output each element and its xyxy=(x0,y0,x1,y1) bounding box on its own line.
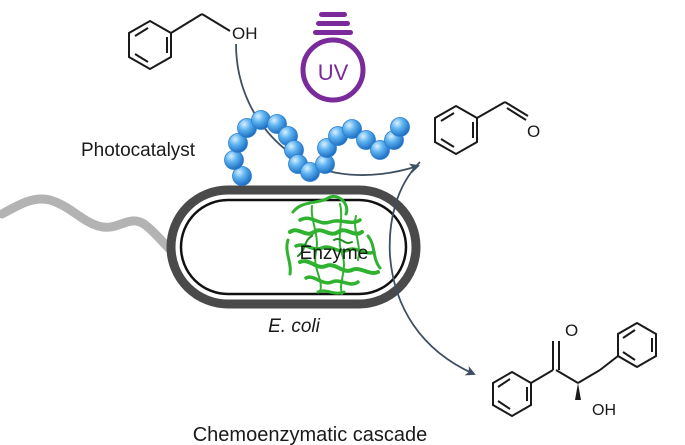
benzoin-oh-label: OH xyxy=(592,402,616,419)
enzyme-label: Enzyme xyxy=(300,243,369,264)
photocatalyst-bead xyxy=(342,119,362,139)
benzoin-wedge-bond xyxy=(575,383,581,400)
uv-lightbulb-icon: UV xyxy=(300,12,366,103)
uv-label: UV xyxy=(318,60,349,85)
photocatalyst-bead xyxy=(232,166,252,186)
benzoin-o-label: O xyxy=(565,321,578,340)
photocatalyst-bead-chain xyxy=(224,110,410,186)
enzyme-protein-icon xyxy=(285,195,382,295)
benzyl-alcohol-molecule xyxy=(128,13,231,71)
carboligation-arrow xyxy=(388,161,476,376)
caption: Chemoenzymatic cascade xyxy=(193,424,428,445)
benzyl-alcohol-oh-label: OH xyxy=(232,24,258,43)
benzaldehyde-o-label: O xyxy=(527,122,540,141)
benzoin-molecule xyxy=(492,321,657,418)
photocatalyst-bead xyxy=(356,130,376,150)
photocatalyst-bead xyxy=(390,117,410,137)
ecoli-cell xyxy=(166,185,421,309)
flagellum xyxy=(0,194,181,259)
ecoli-label: E. coli xyxy=(268,316,321,337)
photocatalyst-bead xyxy=(224,150,244,170)
photocatalyst-bead xyxy=(370,140,390,160)
benzaldehyde-molecule xyxy=(434,101,529,156)
photocatalyst-label: Photocatalyst xyxy=(81,140,196,161)
photocatalyst-bead xyxy=(228,133,248,153)
